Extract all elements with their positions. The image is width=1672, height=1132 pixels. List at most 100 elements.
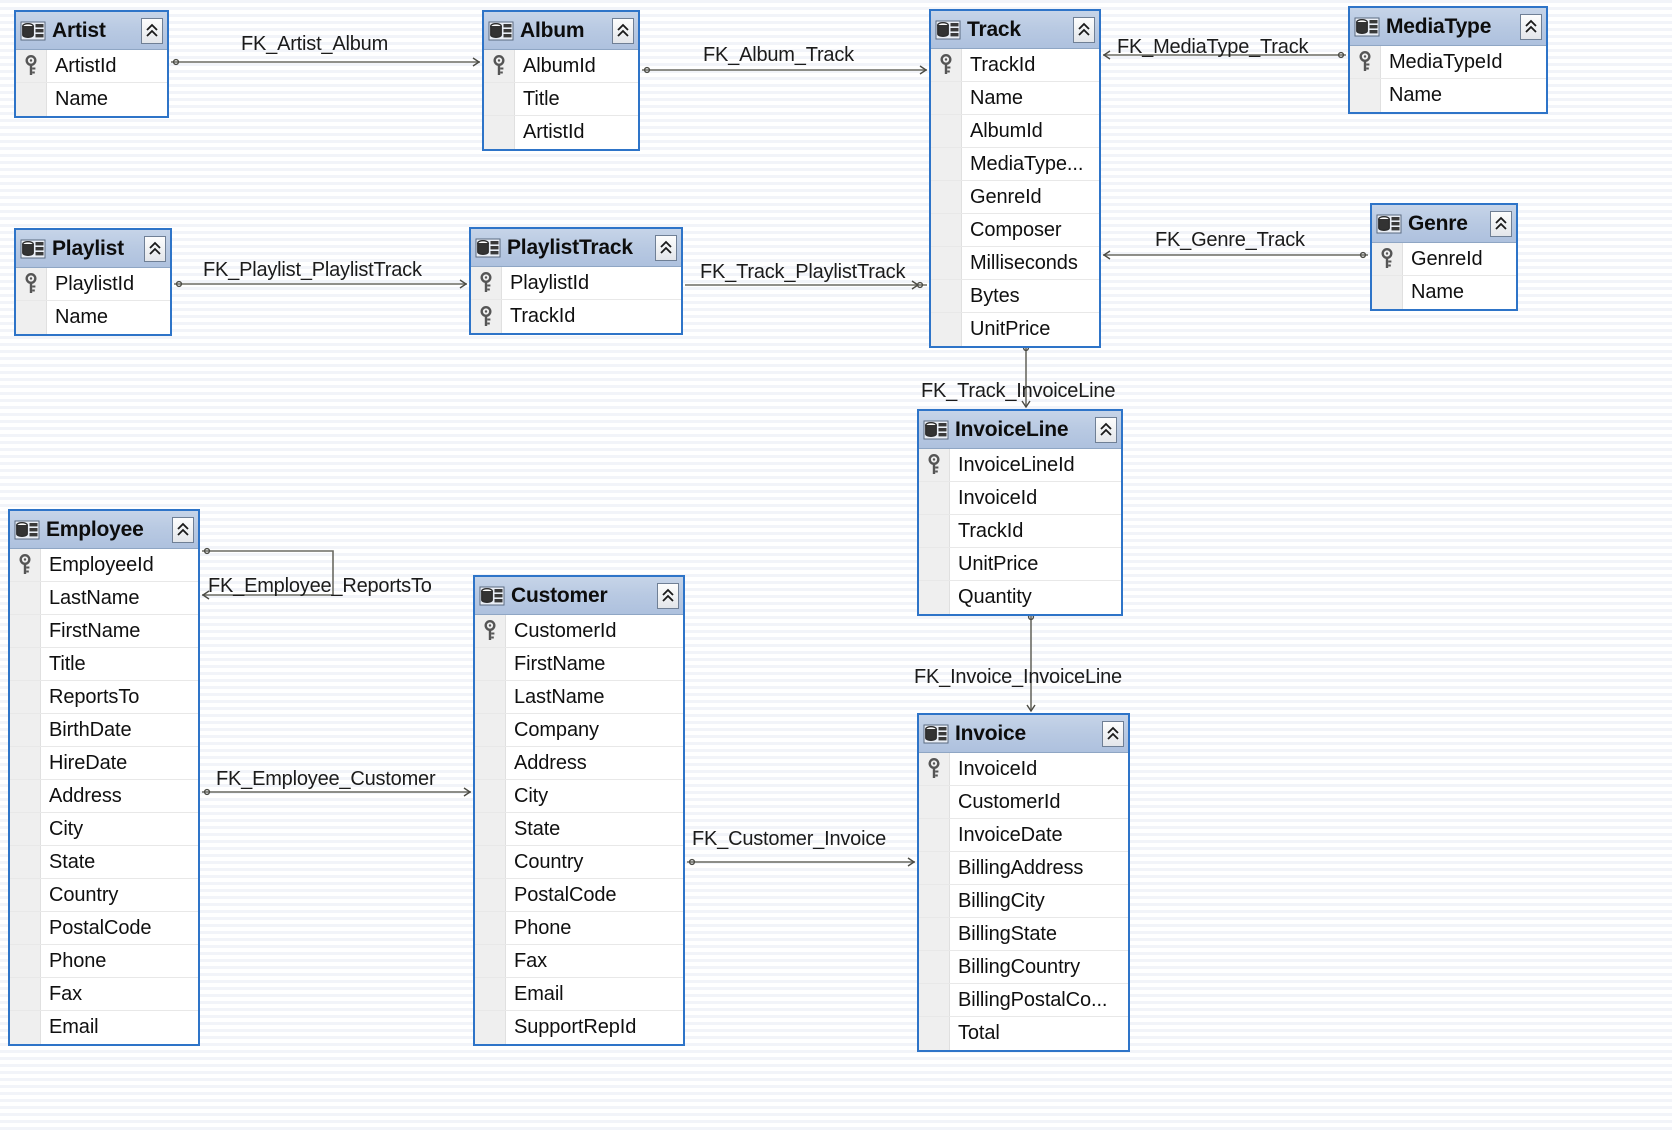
table-row[interactable]: UnitPrice <box>931 313 1099 346</box>
table-row[interactable]: PostalCode <box>475 879 683 912</box>
relationship-label-fk-employee-customer[interactable]: FK_Employee_Customer <box>216 768 436 790</box>
table-header-genre[interactable]: Genre <box>1372 205 1516 243</box>
table-row[interactable]: BillingCity <box>919 885 1128 918</box>
table-row[interactable]: Milliseconds <box>931 247 1099 280</box>
relationship-label-fk-invoice-invoiceline[interactable]: FK_Invoice_InvoiceLine <box>914 666 1122 688</box>
table-row[interactable]: MediaType... <box>931 148 1099 181</box>
table-row[interactable]: Name <box>931 82 1099 115</box>
relationship-label-fk-customer-invoice[interactable]: FK_Customer_Invoice <box>692 828 887 850</box>
table-row[interactable]: InvoiceLineId <box>919 449 1121 482</box>
table-row[interactable]: Name <box>1350 79 1546 112</box>
table-header-employee[interactable]: Employee <box>10 511 198 549</box>
table-row[interactable]: Email <box>475 978 683 1011</box>
table-row[interactable]: State <box>475 813 683 846</box>
table-row[interactable]: LastName <box>10 582 198 615</box>
table-row[interactable]: HireDate <box>10 747 198 780</box>
table-row[interactable]: InvoiceId <box>919 482 1121 515</box>
table-row[interactable]: BillingPostalCo... <box>919 984 1128 1017</box>
table-row[interactable]: BillingAddress <box>919 852 1128 885</box>
table-row[interactable]: Phone <box>475 912 683 945</box>
table-row[interactable]: TrackId <box>919 515 1121 548</box>
collapse-chevron-up-icon[interactable] <box>612 17 634 44</box>
collapse-chevron-up-icon[interactable] <box>144 235 166 262</box>
table-row[interactable]: Composer <box>931 214 1099 247</box>
relationship-label-fk-playlist-playlisttrack[interactable]: FK_Playlist_PlaylistTrack <box>203 259 422 281</box>
collapse-chevron-up-icon[interactable] <box>1095 416 1117 443</box>
table-row[interactable]: FirstName <box>475 648 683 681</box>
table-row[interactable]: UnitPrice <box>919 548 1121 581</box>
table-row[interactable]: Email <box>10 1011 198 1044</box>
table-header-customer[interactable]: Customer <box>475 577 683 615</box>
collapse-chevron-up-icon[interactable] <box>657 582 679 609</box>
table-row[interactable]: EmployeeId <box>10 549 198 582</box>
table-row[interactable]: InvoiceId <box>919 753 1128 786</box>
table-row[interactable]: PlaylistId <box>16 268 170 301</box>
table-row[interactable]: ArtistId <box>484 116 638 149</box>
table-row[interactable]: LastName <box>475 681 683 714</box>
table-header-playlist[interactable]: Playlist <box>16 230 170 268</box>
relationship-label-fk-artist-album[interactable]: FK_Artist_Album <box>241 33 389 55</box>
table-row[interactable]: Country <box>10 879 198 912</box>
table-row[interactable]: Address <box>475 747 683 780</box>
table-row[interactable]: MediaTypeId <box>1350 46 1546 79</box>
table-row[interactable]: FirstName <box>10 615 198 648</box>
table-row[interactable]: Total <box>919 1017 1128 1050</box>
collapse-chevron-up-icon[interactable] <box>655 234 677 261</box>
table-row[interactable]: BillingCountry <box>919 951 1128 984</box>
table-row[interactable]: TrackId <box>471 300 681 333</box>
table-header-track[interactable]: Track <box>931 11 1099 49</box>
table-header-invoiceline[interactable]: InvoiceLine <box>919 411 1121 449</box>
table-row[interactable]: SupportRepId <box>475 1011 683 1044</box>
table-row[interactable]: Phone <box>10 945 198 978</box>
table-row[interactable]: ArtistId <box>16 50 167 83</box>
collapse-chevron-up-icon[interactable] <box>172 516 194 543</box>
collapse-chevron-up-icon[interactable] <box>141 17 163 44</box>
table-row[interactable]: Title <box>10 648 198 681</box>
relationship-label-fk-track-playlisttrack[interactable]: FK_Track_PlaylistTrack <box>700 261 906 283</box>
table-row[interactable]: Name <box>16 83 167 116</box>
table-row[interactable]: Name <box>16 301 170 334</box>
table-header-playlisttrack[interactable]: PlaylistTrack <box>471 229 681 267</box>
relationship-label-fk-mediatype-track[interactable]: FK_MediaType_Track <box>1117 36 1309 58</box>
table-row[interactable]: CustomerId <box>475 615 683 648</box>
table-row[interactable]: AlbumId <box>931 115 1099 148</box>
table-row[interactable]: Country <box>475 846 683 879</box>
table-row[interactable]: Name <box>1372 276 1516 309</box>
table-header-invoice[interactable]: Invoice <box>919 715 1128 753</box>
table-row[interactable]: Fax <box>475 945 683 978</box>
table-row[interactable]: Quantity <box>919 581 1121 614</box>
collapse-chevron-up-icon[interactable] <box>1102 720 1124 747</box>
table-row[interactable]: City <box>10 813 198 846</box>
collapse-chevron-up-icon[interactable] <box>1520 13 1542 40</box>
table-row[interactable]: City <box>475 780 683 813</box>
table-header-album[interactable]: Album <box>484 12 638 50</box>
relationship-label-fk-track-invoiceline[interactable]: FK_Track_InvoiceLine <box>921 380 1116 402</box>
collapse-chevron-up-icon[interactable] <box>1073 16 1095 43</box>
relationship-label-fk-album-track[interactable]: FK_Album_Track <box>703 44 854 66</box>
table-header-mediatype[interactable]: MediaType <box>1350 8 1546 46</box>
table-row[interactable]: PlaylistId <box>471 267 681 300</box>
table-row[interactable]: State <box>10 846 198 879</box>
table-row[interactable]: Fax <box>10 978 198 1011</box>
table-row[interactable]: Bytes <box>931 280 1099 313</box>
table-row[interactable]: AlbumId <box>484 50 638 83</box>
table-row[interactable]: Title <box>484 83 638 116</box>
table-row[interactable]: ReportsTo <box>10 681 198 714</box>
relationship-label-fk-employee-reportsto[interactable]: FK_Employee_ReportsTo <box>208 575 432 597</box>
table-row[interactable]: TrackId <box>931 49 1099 82</box>
table-row[interactable]: Address <box>10 780 198 813</box>
table-row[interactable]: InvoiceDate <box>919 819 1128 852</box>
table-row[interactable]: BillingState <box>919 918 1128 951</box>
